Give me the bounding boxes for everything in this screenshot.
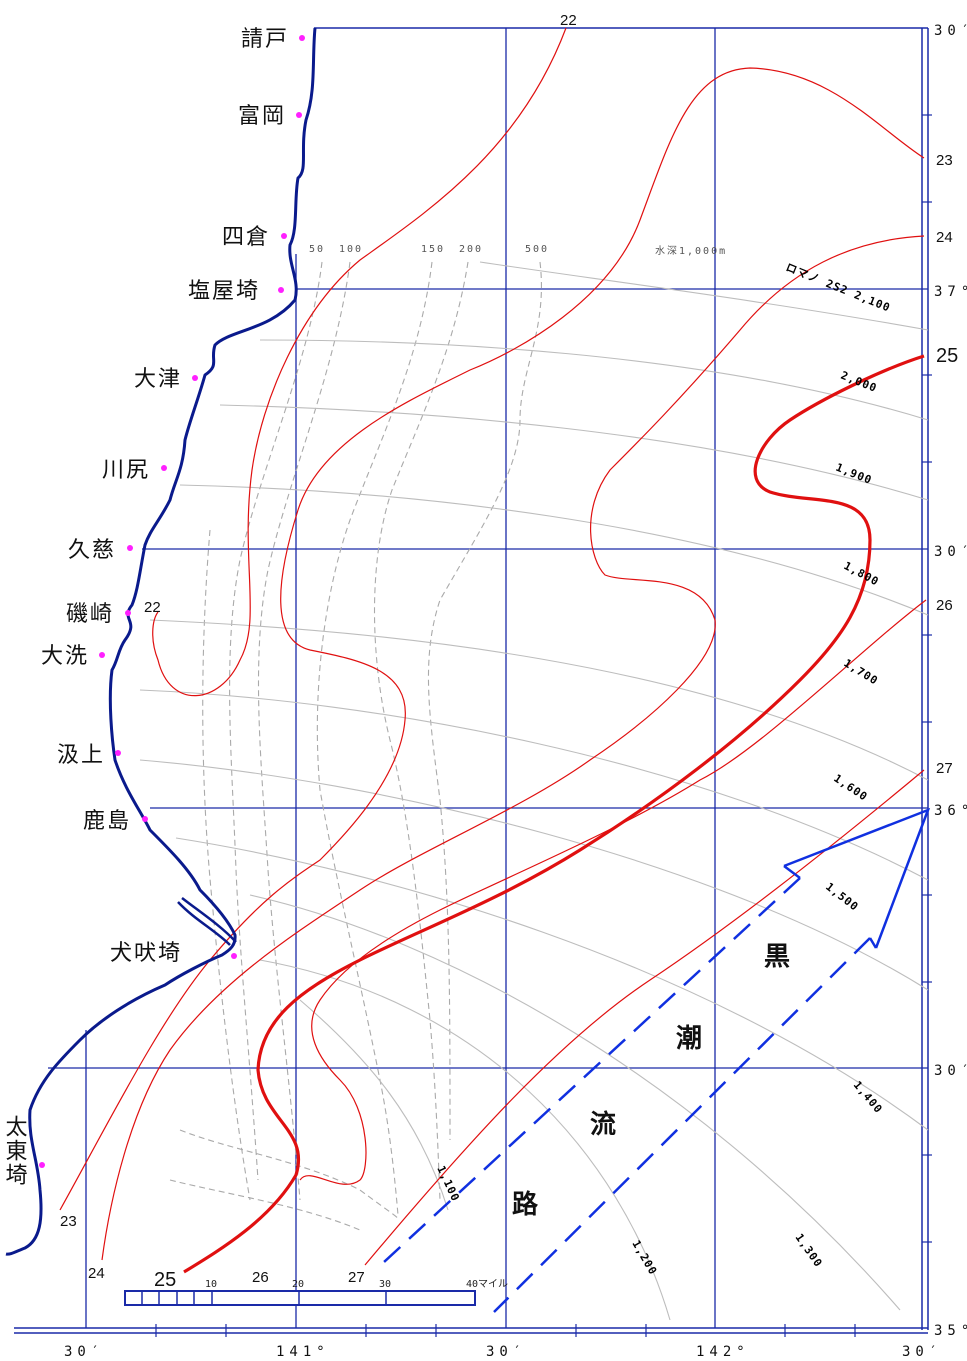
lon-label: 30′ <box>486 1344 526 1360</box>
isobath-label: 1,900 <box>834 461 874 487</box>
kuroshio-char: 路 <box>512 1189 539 1220</box>
isobath-label: ロマノ 2S2 2,100 <box>784 261 893 315</box>
isobath-label: 1,800 <box>842 559 882 588</box>
kuroshio-label: 黒 潮 流 路 <box>512 942 790 1220</box>
scale-tick-label: 20 <box>292 1279 304 1290</box>
isotherm-label: 27 <box>936 760 953 777</box>
depth-labels: 50 100 150 200 500 水深1,000m <box>309 244 727 257</box>
isobath-label: 1,500 <box>823 880 861 914</box>
isobath-label: 2,000 <box>839 369 879 395</box>
lat-label: 30′ <box>934 1063 967 1079</box>
marker-taitozaki <box>39 1162 45 1168</box>
marker-isozaki <box>125 610 131 616</box>
isobath-labels: ロマノ 2S2 2,100 2,000 1,900 1,800 1,700 1,… <box>434 261 892 1278</box>
place-label: 犬吠埼 <box>110 941 182 966</box>
isotherms <box>59 27 927 1266</box>
kuroshio-char: 流 <box>590 1110 616 1140</box>
lon-label: 142° <box>696 1344 750 1360</box>
place-label-vertical: 太東埼 <box>2 1115 28 1187</box>
frame <box>14 27 929 1334</box>
kuroshio-char: 黒 <box>764 942 790 972</box>
marker-otsu <box>192 375 198 381</box>
isotherm-labels: 22 23 24 25 26 27 22 23 24 25 26 27 <box>60 12 958 1291</box>
marker-kuji <box>127 545 133 551</box>
coastline <box>5 27 317 1256</box>
isotherm-label: 24 <box>936 229 953 246</box>
place-label: 汲上 <box>57 743 105 768</box>
lat-lon-grid <box>48 28 928 1328</box>
lat-label: 37° <box>934 284 967 300</box>
place-markers <box>39 35 305 1168</box>
isotherm-label: 23 <box>60 1213 77 1230</box>
isobath-label: 1,700 <box>841 657 880 688</box>
marker-shioyazaki <box>278 287 284 293</box>
latitude-labels: 30′ 37° 30′ 36° 30′ 35° <box>934 23 967 1339</box>
isotherm-label: 25 <box>936 345 958 367</box>
isobaths-dashed <box>169 261 542 1231</box>
longitude-labels: 30′ 141° 30′ 142° 30′ <box>64 1344 942 1360</box>
marker-oarai <box>99 652 105 658</box>
isotherm-label: 27 <box>348 1269 365 1286</box>
depth-label: 100 <box>339 244 363 255</box>
marker-kashima <box>142 816 148 822</box>
marker-kawajiri <box>161 465 167 471</box>
isobath-label: 1,600 <box>831 772 870 804</box>
scale-tick-label: 40マイル <box>466 1279 508 1290</box>
place-label: 磯崎 <box>66 602 114 627</box>
place-label: 請戸 <box>241 27 289 52</box>
scale-tick-label: 10 <box>205 1279 217 1290</box>
depth-label: 150 <box>421 244 445 255</box>
scale-tick-label: 30 <box>379 1279 391 1290</box>
place-label: 四倉 <box>222 225 270 250</box>
isotherm-25-bold <box>183 354 925 1274</box>
marker-inubosaki <box>231 953 237 959</box>
depth-label: 水深1,000m <box>655 245 727 257</box>
isobath-label: 1,200 <box>629 1238 659 1278</box>
lon-label: 30′ <box>902 1344 942 1360</box>
marker-tomioka <box>296 112 302 118</box>
isotherm-label: 22 <box>560 12 577 29</box>
marker-yotsukura <box>281 233 287 239</box>
place-label: 久慈 <box>68 538 116 563</box>
place-labels: 請戸 富岡 四倉 塩屋埼 大津 川尻 久慈 磯崎 大洗 汲上 鹿島 犬吠埼 太東… <box>2 27 289 1187</box>
lat-label: 30′ <box>934 23 967 39</box>
marker-ukedo <box>299 35 305 41</box>
scale-bar: 10 20 30 40マイル <box>124 1279 508 1306</box>
lat-label: 36° <box>934 803 967 819</box>
isotherm-label: 26 <box>936 597 953 614</box>
lat-label: 35° <box>934 1323 967 1339</box>
place-label: 大津 <box>134 367 182 392</box>
depth-label: 50 <box>309 244 325 255</box>
kuroshio-char: 潮 <box>676 1024 702 1054</box>
lon-label: 141° <box>276 1344 330 1360</box>
place-label: 鹿島 <box>83 809 131 834</box>
kuroshio-arrowhead <box>783 807 931 949</box>
isobaths-solid <box>139 261 929 1321</box>
isotherm-label: 23 <box>936 152 953 169</box>
place-label: 川尻 <box>102 458 150 483</box>
isobath-label: 1,400 <box>851 1079 885 1117</box>
depth-label: 500 <box>525 244 549 255</box>
isobath-label: 1,300 <box>793 1231 826 1270</box>
lon-label: 30′ <box>64 1344 104 1360</box>
kuroshio-path <box>383 807 931 1313</box>
isotherm-label: 25 <box>154 1269 176 1291</box>
isotherm-label: 26 <box>252 1269 269 1286</box>
frame-ticks <box>155 114 932 1337</box>
tone-river-mouth <box>177 897 237 946</box>
lat-label: 30′ <box>934 544 967 560</box>
place-label: 塩屋埼 <box>188 279 260 304</box>
marker-kumiage <box>115 750 121 756</box>
isotherm-label: 24 <box>88 1265 105 1282</box>
depth-label: 200 <box>459 244 483 255</box>
place-label: 大洗 <box>41 644 89 669</box>
place-label: 富岡 <box>238 104 286 129</box>
isotherm-label: 22 <box>144 599 161 616</box>
